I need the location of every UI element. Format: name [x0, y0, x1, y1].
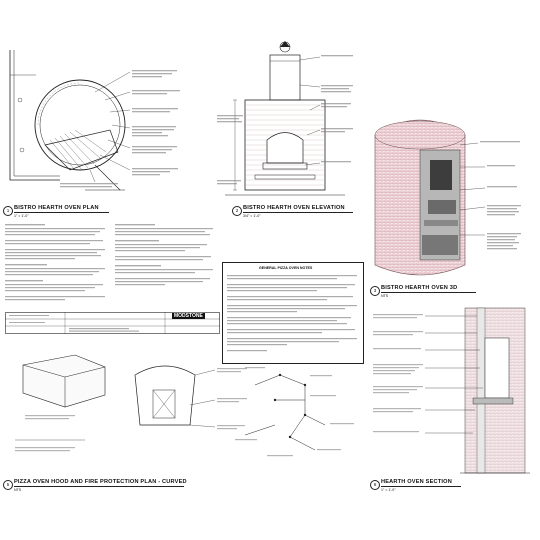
modstone-logo: MODSTONE [172, 313, 205, 319]
hood-title: PIZZA OVEN HOOD AND FIRE PROTECTION PLAN… [14, 479, 187, 485]
plan-number: 1 [3, 206, 13, 216]
elevation-title: BISTRO HEARTH OVEN ELEVATION [243, 205, 345, 211]
general-notes-title: GENERAL PIZZA OVEN NOTES [259, 266, 313, 270]
hood-plan-drawing [15, 354, 354, 457]
hood-number: 5 [3, 480, 13, 490]
section-scale: 1" = 1'-0" [381, 488, 396, 492]
title-block [5, 312, 220, 334]
plan-scale: 1" = 1'-0" [14, 214, 29, 218]
elevation-number: 2 [232, 206, 242, 216]
oven-elevation-drawing [217, 41, 353, 196]
oven-3d-drawing [374, 119, 521, 276]
section-title: HEARTH OVEN SECTION [381, 479, 452, 485]
oven-plan-drawing [9, 50, 180, 191]
view3d-number: 3 [370, 286, 380, 296]
view3d-title: BISTRO HEARTH OVEN 3D [381, 285, 458, 291]
oven-section-drawing [373, 307, 530, 474]
general-notes-box: GENERAL PIZZA OVEN NOTES [222, 262, 364, 364]
plan-title: BISTRO HEARTH OVEN PLAN [14, 205, 99, 211]
elevation-scale: 3/4" = 1'-0" [243, 214, 261, 218]
spec-text-columns [5, 224, 213, 301]
hood-scale: NTS [14, 488, 22, 492]
section-number: 6 [370, 480, 380, 490]
view3d-scale: NTS [381, 294, 389, 298]
